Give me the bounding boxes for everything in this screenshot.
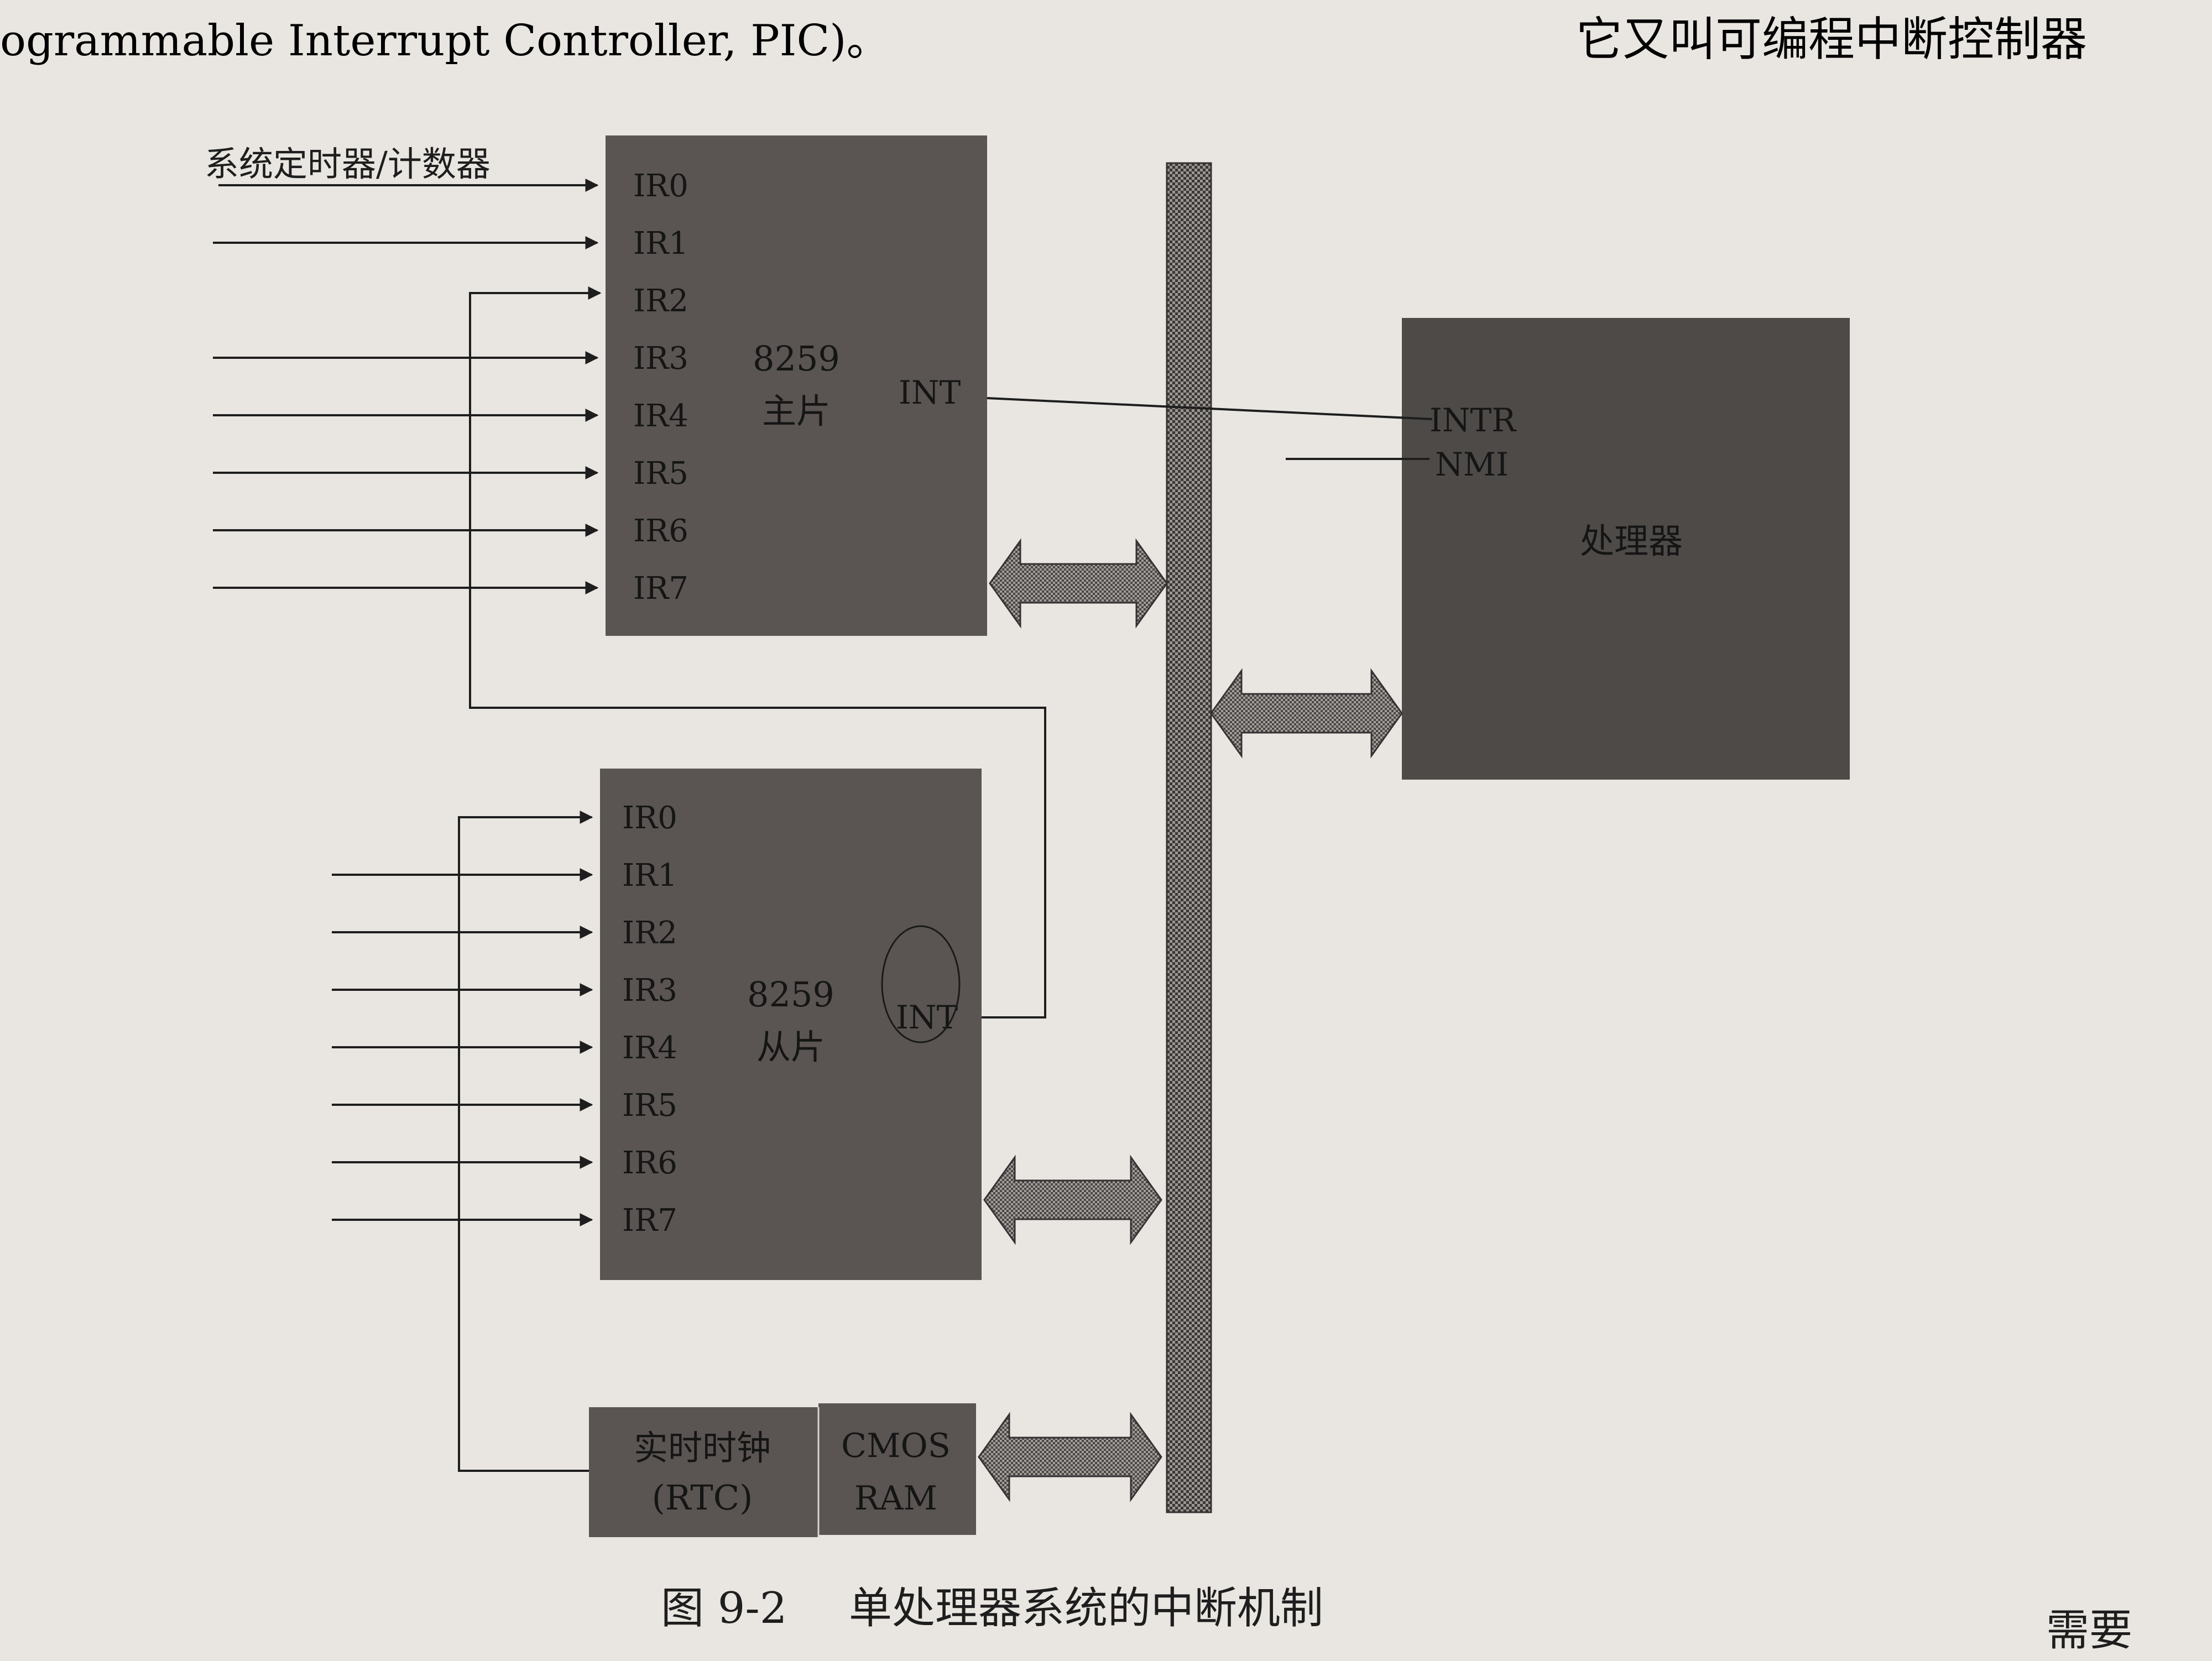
processor-pin-intr: INTR bbox=[1430, 401, 1517, 439]
cmos-line2: RAM bbox=[854, 1479, 937, 1518]
master-int-label: INT bbox=[899, 374, 961, 411]
slave-pin-3: IR3 bbox=[622, 973, 677, 1009]
master-name-line2: 主片 bbox=[762, 391, 831, 431]
processor-bus-arrow bbox=[1210, 668, 1403, 759]
slave-8259-chip bbox=[600, 769, 982, 1280]
system-bus bbox=[1166, 162, 1212, 1513]
master-name-line1: 8259 bbox=[753, 338, 840, 379]
processor-pin-nmi: NMI bbox=[1435, 446, 1509, 483]
figure-number: 图 9-2 bbox=[661, 1584, 787, 1633]
rtc-line2: (RTC) bbox=[652, 1477, 753, 1518]
rtc-line1: 实时时钟 bbox=[634, 1428, 771, 1468]
figure-title: 单处理器系统的中断机制 bbox=[849, 1584, 1323, 1633]
processor-label: 处理器 bbox=[1580, 521, 1683, 561]
master-pin-1: IR1 bbox=[633, 226, 688, 262]
slave-int-pen-circle bbox=[881, 925, 961, 1043]
slave-pin-1: IR1 bbox=[622, 858, 677, 894]
master-pin-5: IR5 bbox=[633, 456, 688, 492]
slave-name-line1: 8259 bbox=[747, 974, 834, 1015]
master-pin-7: IR7 bbox=[633, 571, 688, 607]
master-bus-arrow bbox=[989, 538, 1168, 629]
cmos-line1: CMOS bbox=[841, 1427, 951, 1465]
master-int-to-intr-line bbox=[987, 397, 1433, 420]
slave-int-label: INT bbox=[896, 999, 958, 1036]
bottom-text: 需要 bbox=[2046, 1606, 2132, 1655]
slave-pin-6: IR6 bbox=[622, 1145, 677, 1181]
master-pin-6: IR6 bbox=[633, 513, 688, 549]
rtc-to-slave-ir0-line bbox=[458, 811, 593, 1472]
bus-arrows bbox=[978, 538, 1403, 1502]
processor-box bbox=[1402, 318, 1850, 780]
master-input-arrows bbox=[213, 179, 599, 594]
top-text-left: ogrammable Interrupt Controller, PIC)。 bbox=[0, 16, 890, 66]
slave-pin-0: IR0 bbox=[622, 800, 677, 836]
cmos-ram-box bbox=[818, 1403, 976, 1535]
slave-pin-2: IR2 bbox=[622, 915, 677, 951]
slave-pin-7: IR7 bbox=[622, 1203, 677, 1239]
rtc-box bbox=[589, 1407, 818, 1537]
master-pin-0: IR0 bbox=[633, 168, 688, 204]
slave-pin-4: IR4 bbox=[622, 1030, 677, 1066]
timer-label: 系统定时器/计数器 bbox=[205, 144, 491, 184]
cmos-bus-arrow bbox=[978, 1412, 1162, 1502]
master-8259-chip bbox=[606, 135, 987, 636]
slave-pin-5: IR5 bbox=[622, 1088, 677, 1124]
cascade-line-slave-to-master-ir2 bbox=[469, 286, 1046, 1018]
slave-bus-arrow bbox=[983, 1155, 1162, 1245]
top-text-right: 它又叫可编程中断控制器 bbox=[1576, 12, 2087, 66]
slave-name-line2: 从片 bbox=[757, 1027, 825, 1067]
slave-input-arrows bbox=[332, 868, 593, 1226]
master-pin-3: IR3 bbox=[633, 341, 688, 377]
master-pin-4: IR4 bbox=[633, 398, 688, 434]
master-pin-2: IR2 bbox=[633, 283, 688, 319]
